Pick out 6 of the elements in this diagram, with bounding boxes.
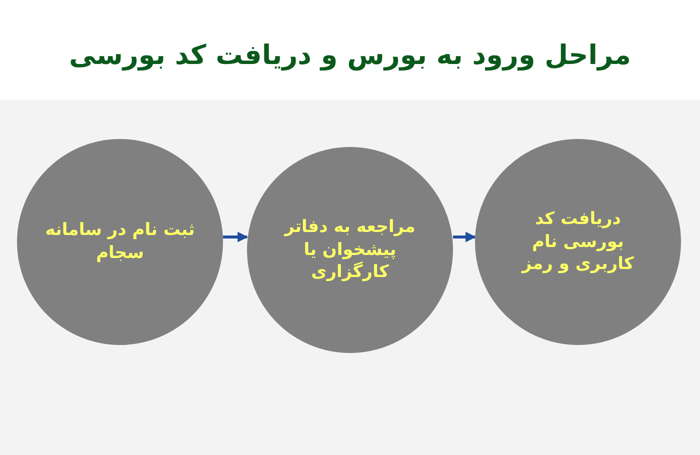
arrow bbox=[453, 232, 476, 242]
step-text: دریافت کد بورسی نام کاربری و رمز bbox=[520, 208, 635, 276]
step-text: مراجعه به دفاتر پیشخوان یا کارگزاری bbox=[282, 216, 416, 284]
arrow bbox=[223, 232, 248, 242]
title: مراحل ورود به بورس و دریافت کد بورسی bbox=[68, 40, 632, 71]
step-text: ثبت نام در سامانه سجام bbox=[45, 219, 195, 265]
